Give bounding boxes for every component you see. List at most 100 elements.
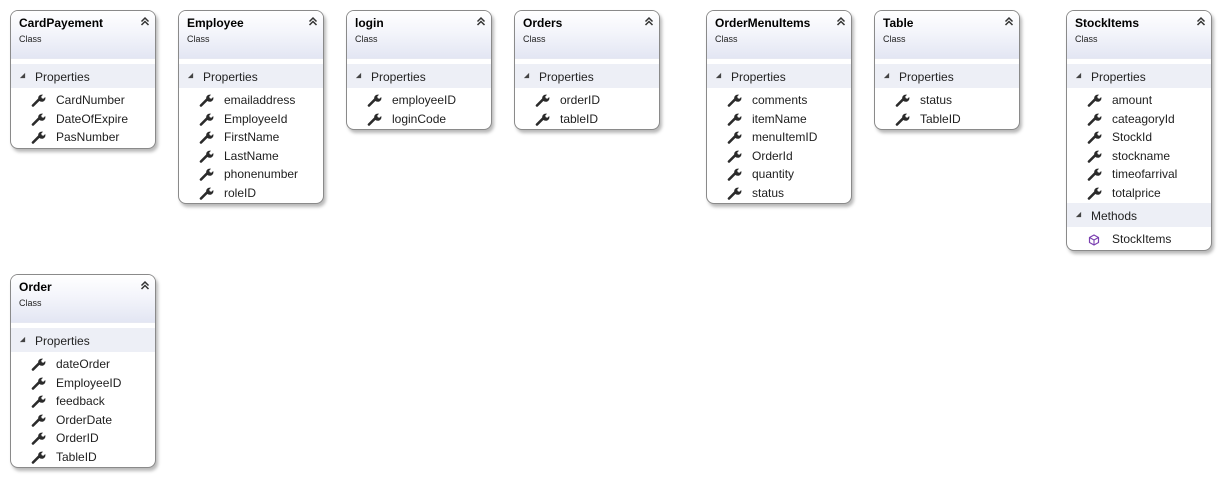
property-item[interactable]: OrderId xyxy=(707,147,851,166)
property-item[interactable]: menuItemID xyxy=(707,128,851,147)
member-name: StockId xyxy=(1112,130,1153,144)
section-header-properties[interactable]: Properties xyxy=(875,64,1019,88)
wrench-icon xyxy=(727,93,743,107)
property-item[interactable]: amount xyxy=(1067,91,1211,110)
property-item[interactable]: dateOrder xyxy=(11,355,155,374)
property-item[interactable]: employeeID xyxy=(347,91,491,110)
property-item[interactable]: EmployeeID xyxy=(11,374,155,393)
property-item[interactable]: cateagoryId xyxy=(1067,110,1211,129)
wrench-icon xyxy=(895,93,911,107)
member-name: TableID xyxy=(920,111,961,126)
property-item[interactable]: TableID xyxy=(11,448,155,467)
section-header-properties[interactable]: Properties xyxy=(11,64,155,88)
double-chevron-up-icon[interactable] xyxy=(140,276,150,294)
member-name: StockItems xyxy=(1112,232,1172,246)
property-item[interactable]: loginCode xyxy=(347,110,491,129)
property-item[interactable]: PasNumber xyxy=(11,128,155,147)
triangle-collapse-icon[interactable] xyxy=(19,65,35,89)
section-header-properties[interactable]: Properties xyxy=(1067,64,1211,88)
property-item[interactable]: OrderID xyxy=(11,429,155,448)
property-item[interactable]: DateOfExpire xyxy=(11,110,155,129)
double-chevron-up-icon[interactable] xyxy=(836,12,846,30)
member-name: timeofarrival xyxy=(1112,167,1178,181)
property-item[interactable]: emailaddress xyxy=(179,91,323,110)
property-item[interactable]: orderID xyxy=(515,91,659,110)
double-chevron-up-icon[interactable] xyxy=(1004,12,1014,30)
property-item[interactable]: TableID xyxy=(875,110,1019,129)
property-item[interactable]: CardNumber xyxy=(11,91,155,110)
member-name: LastName xyxy=(224,148,279,163)
property-item[interactable]: status xyxy=(875,91,1019,110)
property-item[interactable]: FirstName xyxy=(179,128,323,147)
property-item[interactable]: EmployeeId xyxy=(179,110,323,129)
member-name: quantity xyxy=(752,167,795,181)
member-name: FirstName xyxy=(224,130,280,144)
triangle-collapse-icon[interactable] xyxy=(19,329,35,353)
wrench-icon xyxy=(31,112,47,126)
member-name: comments xyxy=(752,93,808,107)
section-header-properties[interactable]: Properties xyxy=(179,64,323,88)
property-item[interactable]: LastName xyxy=(179,147,323,166)
property-item[interactable]: feedback xyxy=(11,392,155,411)
triangle-collapse-icon[interactable] xyxy=(715,65,731,89)
property-item[interactable]: comments xyxy=(707,91,851,110)
member-name: amount xyxy=(1112,93,1153,107)
property-item[interactable]: phonenumber xyxy=(179,165,323,184)
double-chevron-up-icon[interactable] xyxy=(140,12,150,30)
section-header-properties[interactable]: Properties xyxy=(515,64,659,88)
property-item[interactable]: itemName xyxy=(707,110,851,129)
section-header-properties[interactable]: Properties xyxy=(347,64,491,88)
triangle-collapse-icon[interactable] xyxy=(355,65,371,89)
section-header-properties[interactable]: Properties xyxy=(11,328,155,352)
member-name: menuItemID xyxy=(752,130,818,144)
section-label: Properties xyxy=(731,69,786,84)
double-chevron-up-icon[interactable] xyxy=(308,12,318,30)
triangle-collapse-icon[interactable] xyxy=(883,65,899,89)
triangle-collapse-icon[interactable] xyxy=(187,65,203,89)
member-name: phonenumber xyxy=(224,167,299,181)
class-name: Orders xyxy=(523,16,563,30)
double-chevron-up-icon[interactable] xyxy=(476,12,486,30)
property-item[interactable]: tableID xyxy=(515,110,659,129)
member-name: EmployeeID xyxy=(56,375,122,390)
section-header-methods[interactable]: Methods xyxy=(1067,203,1211,227)
property-item[interactable]: totalprice xyxy=(1067,184,1211,203)
property-item[interactable]: status xyxy=(707,184,851,203)
property-item[interactable]: quantity xyxy=(707,165,851,184)
wrench-icon xyxy=(31,450,47,464)
double-chevron-up-icon[interactable] xyxy=(1196,12,1206,30)
property-item[interactable]: roleID xyxy=(179,184,323,203)
double-chevron-up-icon[interactable] xyxy=(644,12,654,30)
wrench-icon xyxy=(1087,186,1103,200)
property-item[interactable]: timeofarrival xyxy=(1067,165,1211,184)
triangle-collapse-icon[interactable] xyxy=(523,65,539,89)
triangle-collapse-icon[interactable] xyxy=(1075,204,1091,228)
wrench-icon xyxy=(31,376,47,390)
triangle-collapse-icon[interactable] xyxy=(1075,65,1091,89)
property-item[interactable]: StockId xyxy=(1067,128,1211,147)
wrench-icon xyxy=(199,167,215,181)
property-item[interactable]: OrderDate xyxy=(11,411,155,430)
wrench-icon xyxy=(31,130,47,144)
section-header-properties[interactable]: Properties xyxy=(707,64,851,88)
member-name: employeeID xyxy=(392,93,457,107)
property-item[interactable]: stockname xyxy=(1067,147,1211,166)
method-item[interactable]: StockItems xyxy=(1067,230,1211,249)
class-name: login xyxy=(355,16,384,30)
